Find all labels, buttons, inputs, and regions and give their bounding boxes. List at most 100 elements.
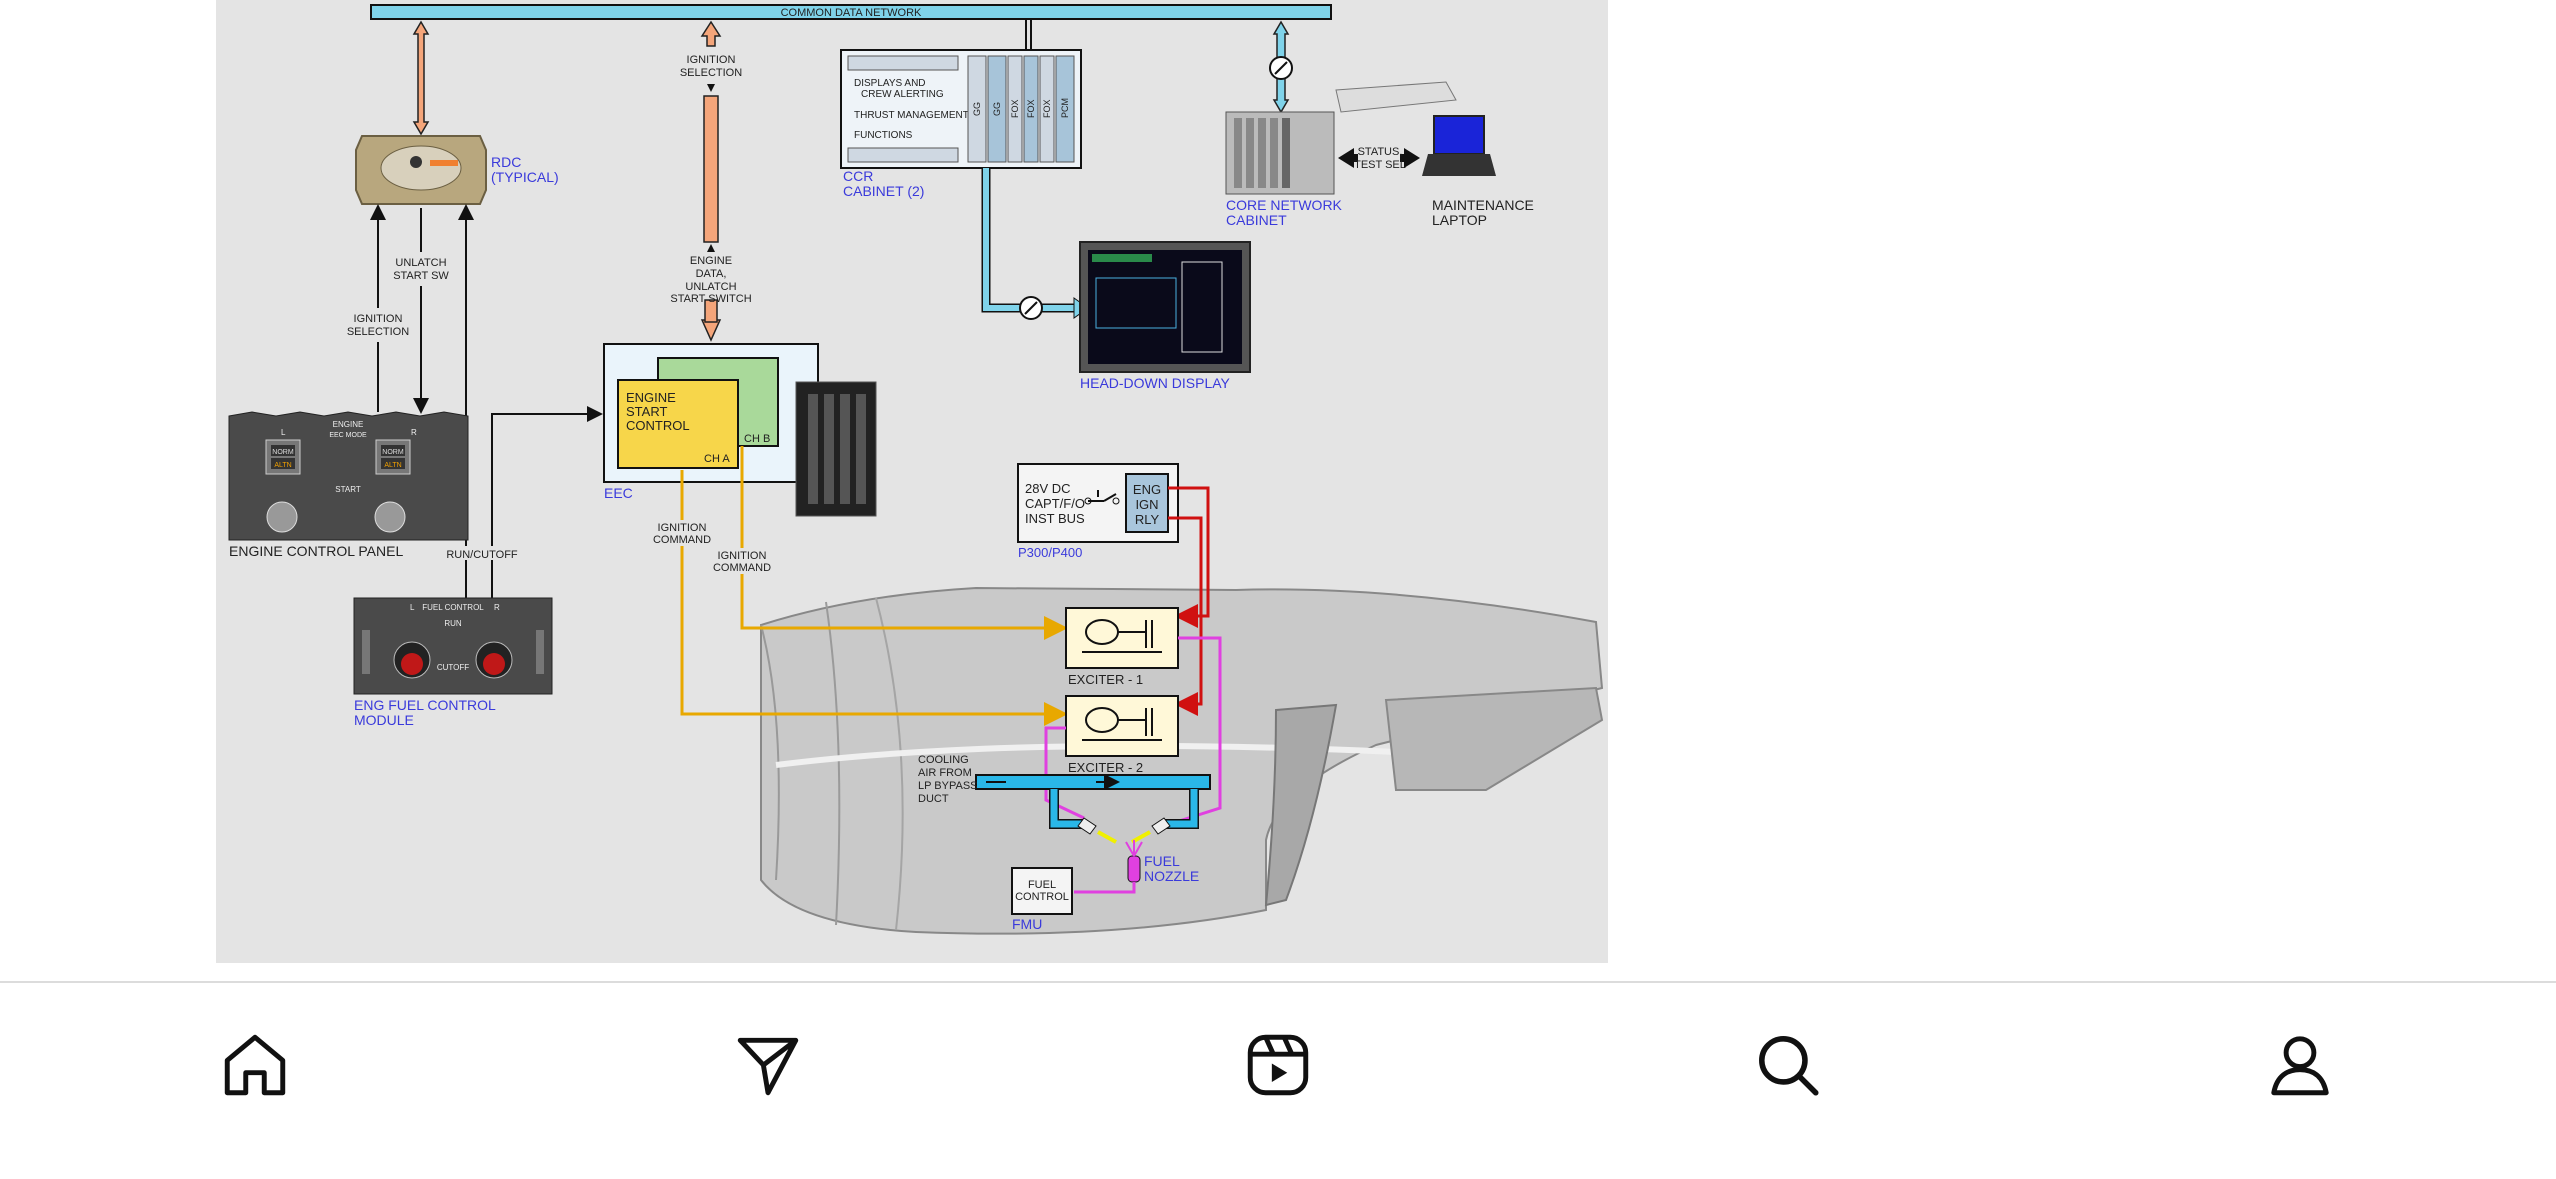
eec-label: EEC [604, 485, 633, 501]
ign-sel-top-2: SELECTION [680, 67, 742, 79]
laptop-label-2: LAPTOP [1432, 212, 1487, 228]
ccr-slot-6: PCM [1060, 98, 1070, 118]
hdd-label: HEAD-DOWN DISPLAY [1080, 375, 1231, 391]
ccr-slot-2: GG [992, 102, 1002, 116]
cooling-3: LP BYPASS [918, 780, 978, 792]
rdc-label-1: RDC [491, 154, 521, 170]
fmu-label: FMU [1012, 916, 1042, 932]
nav-reels-button[interactable] [1228, 1015, 1328, 1115]
ign-sel-top-1: IGNITION [687, 54, 736, 66]
unlatch-2: START SW [393, 270, 449, 282]
engine-control-panel: ENGINE EEC MODE L R NORM ALTN NORM ALTN … [228, 411, 469, 541]
exciter-1 [1065, 607, 1179, 669]
ecp-start: START [335, 485, 361, 494]
ccr-slot-4: FOX [1026, 99, 1036, 118]
eec-text-2: START [626, 404, 667, 419]
ccr-fn-1: DISPLAYS AND [854, 78, 926, 89]
ch-a-label: CH A [704, 453, 730, 465]
ccr-fn-2: CREW ALERTING [861, 89, 944, 100]
ccr-slot-3: FOX [1010, 99, 1020, 118]
network-label: COMMON DATA NETWORK [781, 7, 922, 19]
eng-fuel-control-module: FUEL CONTROL L R RUN CUTOFF [353, 597, 553, 695]
relay-2: IGN [1135, 497, 1158, 512]
fmu-text-2: CONTROL [1015, 891, 1069, 903]
ecp-l: L [281, 428, 286, 437]
eec-network-link [700, 20, 722, 342]
eec-text-3: CONTROL [626, 418, 690, 433]
core-network-cabinet [1225, 81, 1457, 195]
ccr-label-1: CCR [843, 168, 873, 184]
unlatch-1: UNLATCH [395, 257, 446, 269]
ign-cmd-1a: IGNITION [658, 522, 707, 534]
exciter-1-label: EXCITER - 1 [1068, 672, 1143, 687]
ccr-cabinet: DISPLAYS AND CREW ALERTING THRUST MANAGE… [840, 49, 1082, 169]
nav-search-button[interactable] [1738, 1015, 1838, 1115]
common-data-network-bus [370, 4, 1332, 20]
relay-1: ENG [1133, 482, 1161, 497]
ecp-r: R [411, 428, 417, 437]
fcm-r: R [494, 603, 500, 612]
status-1: STATUS, [1358, 146, 1403, 158]
cnc-label-1: CORE NETWORK [1226, 197, 1343, 213]
ecp-norm-l: NORM [272, 449, 294, 456]
bus-3: INST BUS [1025, 511, 1085, 526]
nav-profile-button[interactable] [2250, 1015, 2350, 1115]
search-icon [1759, 1036, 1819, 1096]
fcm-run: RUN [444, 619, 462, 628]
laptop-label-1: MAINTENANCE [1432, 197, 1534, 213]
engine-data-3: UNLATCH [685, 281, 736, 293]
cooling-2: AIR FROM [918, 767, 972, 779]
eec-text-1: ENGINE [626, 390, 676, 405]
nav-home-button[interactable] [205, 1015, 305, 1115]
ccr-fn-3: THRUST MANAGEMENT [854, 110, 969, 121]
rdc-unit [355, 135, 487, 205]
send-icon [737, 1037, 799, 1096]
engine-ignition-diagram: COMMON DATA NETWORK IGNITION SELECTION E… [216, 0, 1608, 963]
ecp-altn-l: ALTN [274, 462, 291, 469]
p300-panel [1017, 463, 1179, 543]
fcm-label-2: MODULE [354, 712, 414, 728]
maintenance-laptop [1422, 115, 1496, 176]
ign-cmd-2b: COMMAND [713, 562, 771, 574]
engine-data-4: START SWITCH [670, 293, 751, 305]
exciter-2-label: EXCITER - 2 [1068, 760, 1143, 775]
ign-cmd-1b: COMMAND [653, 534, 711, 546]
ign-cmd-2a: IGNITION [718, 550, 767, 562]
home-icon [224, 1034, 286, 1096]
fmu-text-1: FUEL [1028, 879, 1056, 891]
run-cutoff-label: RUN/CUTOFF [446, 549, 518, 561]
rdc-label-2: (TYPICAL) [491, 169, 559, 185]
status-2: TEST SEL [1354, 159, 1406, 171]
reels-icon [1247, 1034, 1309, 1096]
p300-label: P300/P400 [1018, 545, 1082, 560]
fcm-l: L [410, 603, 415, 612]
ecp-altn-r: ALTN [384, 462, 401, 469]
fcm-title: FUEL CONTROL [422, 603, 484, 612]
cnc-label-2: CABINET [1226, 212, 1287, 228]
ch-b-label: CH B [744, 433, 770, 445]
engine-data-2: DATA, [696, 268, 727, 280]
nozzle-label-1: FUEL [1144, 853, 1180, 869]
ecp-mode: EEC MODE [329, 432, 367, 439]
nozzle-label-2: NOZZLE [1144, 868, 1199, 884]
ign-sel-left-2: SELECTION [347, 326, 409, 338]
bus-2: CAPT/F/O [1025, 496, 1085, 511]
head-down-display [1079, 241, 1251, 373]
nav-divider [0, 981, 2556, 983]
engine-nacelle [760, 586, 1604, 935]
fcm-label-1: ENG FUEL CONTROL [354, 697, 496, 713]
bus-1: 28V DC [1025, 481, 1071, 496]
ccr-label-2: CABINET (2) [843, 183, 924, 199]
ccr-fn-4: FUNCTIONS [854, 130, 913, 141]
ecp-label: ENGINE CONTROL PANEL [229, 543, 403, 559]
relay-3: RLY [1135, 512, 1160, 527]
cooling-1: COOLING [918, 754, 969, 766]
fcm-cutoff: CUTOFF [437, 663, 469, 672]
rdc-network-link [412, 20, 430, 136]
fmu-box [1011, 867, 1073, 915]
nav-messages-button[interactable] [718, 1015, 818, 1115]
engine-data-1: ENGINE [690, 255, 732, 267]
eec-unit [603, 343, 877, 517]
cooling-duct [975, 775, 1211, 829]
ecp-title: ENGINE [333, 420, 364, 429]
